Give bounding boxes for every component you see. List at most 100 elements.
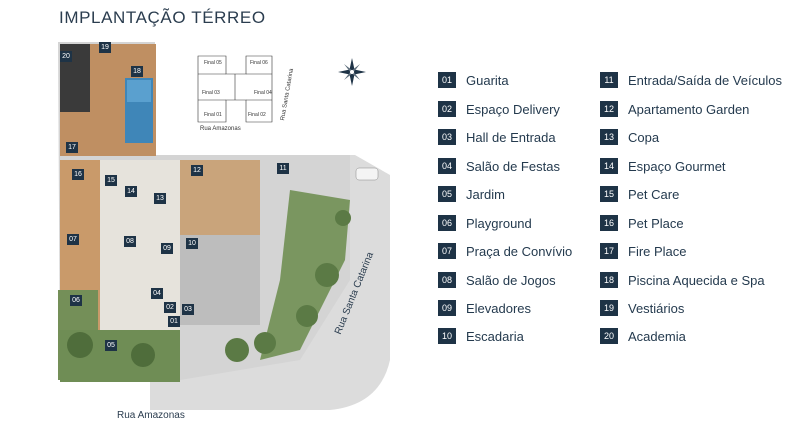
car bbox=[355, 167, 379, 181]
legend-label: Escadaria bbox=[466, 328, 524, 344]
legend-number: 05 bbox=[438, 186, 456, 202]
map-marker: 15 bbox=[105, 175, 117, 186]
legend-label: Praça de Convívio bbox=[466, 243, 573, 259]
legend-number: 19 bbox=[600, 300, 618, 316]
legend-number: 20 bbox=[600, 328, 618, 344]
legend-label: Piscina Aquecida e Spa bbox=[628, 272, 765, 288]
map-marker: 06 bbox=[70, 295, 82, 306]
legend-item: 19 Vestiários bbox=[600, 300, 684, 316]
legend-number: 03 bbox=[438, 129, 456, 145]
legend-label: Hall de Entrada bbox=[466, 129, 556, 145]
legend-number: 08 bbox=[438, 272, 456, 288]
map-marker: 14 bbox=[125, 186, 137, 197]
legend-item: 11 Entrada/Saída de Veículos bbox=[600, 72, 782, 88]
legend-label: Vestiários bbox=[628, 300, 685, 316]
legend-number: 10 bbox=[438, 328, 456, 344]
legend-number: 16 bbox=[600, 215, 618, 231]
legend-label: Espaço Gourmet bbox=[628, 158, 726, 174]
legend-item: 05 Jardim bbox=[438, 186, 505, 202]
legend-item: 15 Pet Care bbox=[600, 186, 679, 202]
legend-number: 06 bbox=[438, 215, 456, 231]
legend-item: 20 Academia bbox=[600, 328, 686, 344]
legend-number: 14 bbox=[600, 158, 618, 174]
map-marker: 07 bbox=[67, 234, 79, 245]
tree bbox=[225, 338, 249, 362]
legend-item: 01 Guarita bbox=[438, 72, 509, 88]
legend-label: Elevadores bbox=[466, 300, 532, 316]
legend-item: 04 Salão de Festas bbox=[438, 158, 560, 174]
map-marker: 01 bbox=[168, 316, 180, 327]
tree bbox=[296, 305, 318, 327]
legend-number: 13 bbox=[600, 129, 618, 145]
legend-item: 17 Fire Place bbox=[600, 243, 687, 259]
street-label-amazonas: Rua Amazonas bbox=[117, 410, 185, 421]
legend-item: 18 Piscina Aquecida e Spa bbox=[600, 272, 765, 288]
legend-number: 15 bbox=[600, 186, 618, 202]
legend-number: 11 bbox=[600, 72, 618, 88]
legend-number: 09 bbox=[438, 300, 456, 316]
map-marker: 11 bbox=[277, 163, 289, 174]
map-marker: 05 bbox=[105, 340, 117, 351]
map-marker: 08 bbox=[124, 236, 136, 247]
key-unit-label: Final 02 bbox=[248, 112, 266, 118]
legend-item: 09 Elevadores bbox=[438, 300, 531, 316]
legend-number: 12 bbox=[600, 101, 618, 117]
legend-label: Jardim bbox=[466, 186, 506, 202]
map-marker: 02 bbox=[164, 302, 176, 313]
legend-item: 03 Hall de Entrada bbox=[438, 129, 556, 145]
legend-number: 02 bbox=[438, 101, 456, 117]
map-marker: 20 bbox=[60, 51, 72, 62]
map-marker: 04 bbox=[151, 288, 163, 299]
compass-icon bbox=[338, 58, 366, 86]
map-marker: 13 bbox=[154, 193, 166, 204]
key-plan bbox=[197, 55, 273, 123]
side-garden bbox=[260, 190, 350, 360]
legend-label: Pet Place bbox=[628, 215, 684, 231]
legend-label: Fire Place bbox=[628, 243, 687, 259]
map-marker: 16 bbox=[72, 169, 84, 180]
tree bbox=[335, 210, 351, 226]
key-unit-label: Final 05 bbox=[204, 60, 222, 66]
legend-item: 14 Espaço Gourmet bbox=[600, 158, 726, 174]
map-marker: 18 bbox=[131, 66, 143, 77]
legend-label: Playground bbox=[466, 215, 532, 231]
map-marker: 10 bbox=[186, 238, 198, 249]
legend-label: Espaço Delivery bbox=[466, 101, 560, 117]
map-marker: 17 bbox=[66, 142, 78, 153]
page-title: IMPLANTAÇÃO TÉRREO bbox=[59, 8, 266, 27]
legend-item: 06 Playground bbox=[438, 215, 532, 231]
map-marker: 19 bbox=[99, 42, 111, 53]
legend-item: 07 Praça de Convívio bbox=[438, 243, 572, 259]
key-unit-label: Final 01 bbox=[204, 112, 222, 118]
legend-number: 18 bbox=[600, 272, 618, 288]
key-street-label: Rua Amazonas bbox=[200, 126, 241, 132]
legend-label: Guarita bbox=[466, 72, 509, 88]
legend-item: 13 Copa bbox=[600, 129, 659, 145]
tree bbox=[131, 343, 155, 367]
spa bbox=[127, 80, 151, 102]
key-unit-label: Final 04 bbox=[254, 90, 272, 96]
map-marker: 09 bbox=[161, 243, 173, 254]
key-unit-label: Final 06 bbox=[250, 60, 268, 66]
legend-label: Academia bbox=[628, 328, 686, 344]
legend-label: Entrada/Saída de Veículos bbox=[628, 72, 782, 88]
legend-item: 10 Escadaria bbox=[438, 328, 524, 344]
legend-number: 04 bbox=[438, 158, 456, 174]
tree bbox=[67, 332, 93, 358]
map-marker: 12 bbox=[191, 165, 203, 176]
legend-item: 16 Pet Place bbox=[600, 215, 684, 231]
site-plan: Final 05 Final 06 Final 03 Final 04 Fina… bbox=[58, 42, 390, 421]
legend-label: Apartamento Garden bbox=[628, 101, 750, 117]
legend-item: 08 Salão de Jogos bbox=[438, 272, 556, 288]
key-unit-label: Final 03 bbox=[202, 90, 220, 96]
legend-label: Copa bbox=[628, 129, 660, 145]
legend-number: 17 bbox=[600, 243, 618, 259]
site-plan-drawing bbox=[58, 42, 390, 410]
legend-label: Salão de Festas bbox=[466, 158, 560, 174]
tree bbox=[254, 332, 276, 354]
legend-item: 02 Espaço Delivery bbox=[438, 101, 560, 117]
legend-number: 07 bbox=[438, 243, 456, 259]
legend-item: 12 Apartamento Garden bbox=[600, 101, 749, 117]
tree bbox=[315, 263, 339, 287]
map-marker: 03 bbox=[182, 304, 194, 315]
